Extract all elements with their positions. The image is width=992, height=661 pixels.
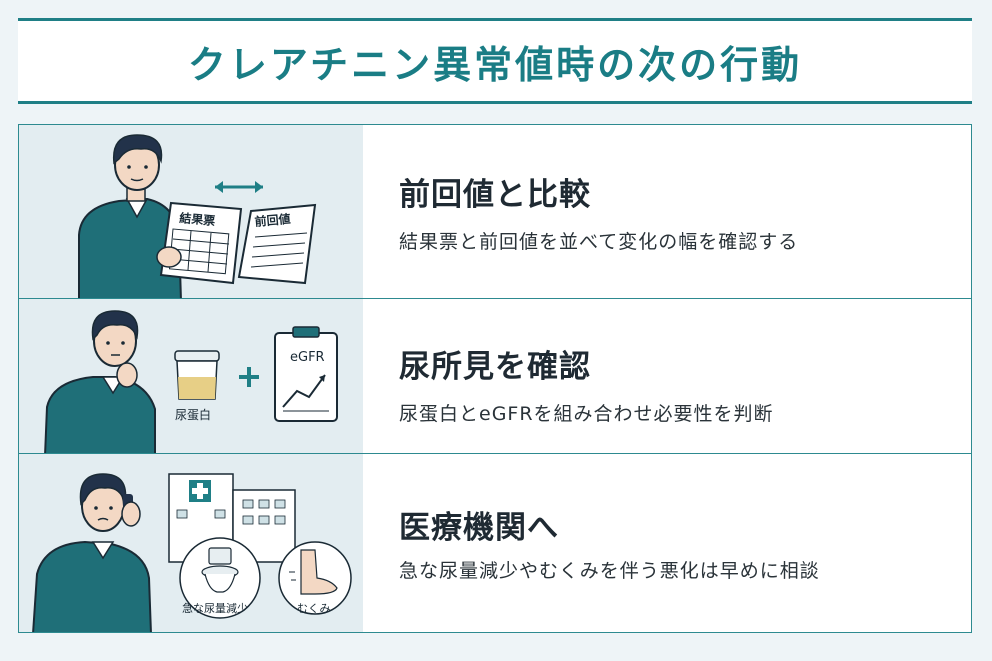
swollen-foot-icon (278, 541, 352, 615)
previous-value-label: 前回値 (254, 211, 291, 229)
step-panel-urine: 尿蛋白 eGFR 尿所見を確認 尿蛋白とeGFRを組み合わせ必要性を判断 (18, 298, 972, 455)
urine-scene: 尿蛋白 eGFR (44, 310, 338, 454)
urine-cup-icon (174, 350, 220, 400)
urine-decrease-label: 急な尿量減少 (182, 601, 248, 615)
swelling-label: むくみ (297, 602, 330, 615)
hospital-illustration: 急な尿量減少 むくみ (19, 454, 363, 632)
step-panel-hospital: 急な尿量減少 むくみ 医療機関へ 急な尿量減少やむくみを伴う悪化は早めに相談 (18, 453, 972, 633)
step-description-urine: 尿蛋白とeGFRを組み合わせ必要性を判断 (399, 403, 774, 425)
compare-scene: 結果票 前回値 (78, 134, 317, 299)
plus-icon (239, 367, 259, 387)
step-description-hospital: 急な尿量減少やむくみを伴う悪化は早めに相談 (399, 560, 820, 582)
compare-arrow-icon (215, 181, 263, 193)
compare-illustration: 結果票 前回値 (19, 125, 363, 299)
toilet-icon (179, 537, 261, 619)
step-panel-compare: 結果票 前回値 (18, 124, 972, 300)
result-sheet-label: 結果票 (179, 210, 216, 228)
person-figure (44, 310, 156, 454)
clipboard-chart-icon (274, 326, 338, 422)
egfr-label: eGFR (290, 350, 325, 365)
step-heading-urine: 尿所見を確認 (399, 349, 591, 385)
title-bar: クレアチニン異常値時の次の行動 (18, 18, 972, 104)
step-description-compare: 結果票と前回値を並べて変化の幅を確認する (399, 231, 799, 253)
urine-protein-label: 尿蛋白 (175, 407, 211, 422)
step-heading-compare: 前回値と比較 (399, 177, 591, 213)
result-sheet-icon: 結果票 (159, 201, 243, 285)
previous-value-sheet-icon: 前回値 (237, 203, 317, 285)
step-heading-hospital: 医療機関へ (399, 510, 559, 546)
person-figure (32, 473, 152, 632)
hand (156, 246, 182, 268)
hospital-scene: 急な尿量減少 むくみ (32, 473, 352, 632)
urine-illustration: 尿蛋白 eGFR (19, 299, 363, 454)
person-figure (78, 134, 182, 299)
page-title: クレアチニン異常値時の次の行動 (187, 42, 803, 87)
